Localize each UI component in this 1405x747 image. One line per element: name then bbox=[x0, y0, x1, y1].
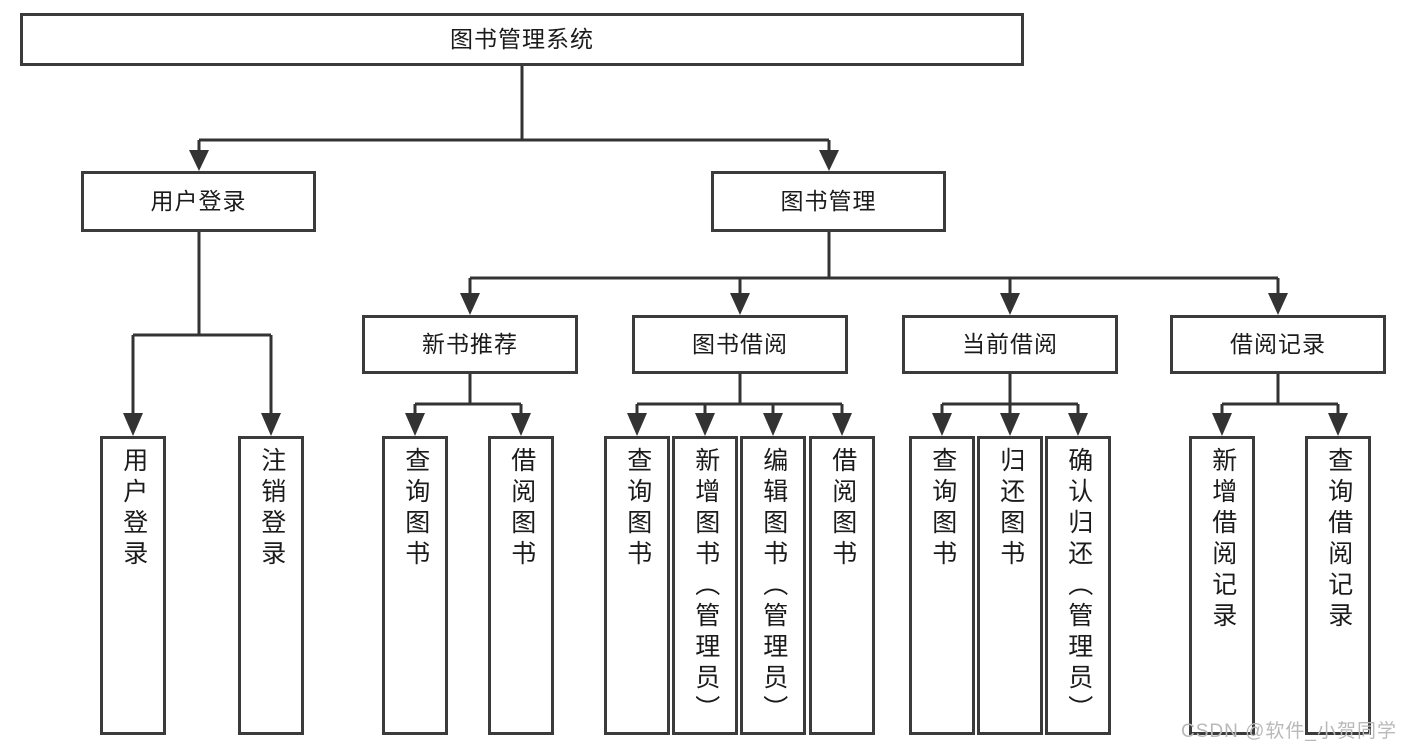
node-leaf-query-record-label: 查询借阅记录 bbox=[1324, 447, 1353, 633]
arrow-leaf-logout bbox=[261, 413, 281, 436]
node-new-book-recommend[interactable]: 新书推荐 bbox=[362, 315, 578, 374]
node-borrow-record[interactable]: 借阅记录 bbox=[1170, 315, 1386, 374]
arrow-add-book bbox=[695, 413, 715, 436]
node-user-login[interactable]: 用户登录 bbox=[81, 171, 316, 232]
arrow-add-record bbox=[1212, 413, 1232, 436]
node-leaf-user-login[interactable]: 用户登录 bbox=[100, 436, 166, 735]
node-root-label: 图书管理系统 bbox=[450, 26, 594, 52]
node-leaf-add-book-label: 新增图书（管理员） bbox=[691, 447, 720, 726]
node-leaf-edit-book-label: 编辑图书（管理员） bbox=[759, 447, 788, 726]
arrow-leaf-user-login bbox=[123, 413, 143, 436]
node-leaf-query-book-1[interactable]: 查询图书 bbox=[382, 436, 448, 735]
node-leaf-borrow-book-1-label: 借阅图书 bbox=[507, 447, 536, 571]
node-leaf-borrow-book-2-label: 借阅图书 bbox=[828, 447, 857, 571]
node-leaf-edit-book[interactable]: 编辑图书（管理员） bbox=[740, 436, 806, 735]
arrow-return-book bbox=[1000, 413, 1020, 436]
node-leaf-borrow-book-2[interactable]: 借阅图书 bbox=[809, 436, 875, 735]
watermark: CSDN @软件_小贺同学 bbox=[1181, 721, 1397, 742]
arrow-new-book-recommend bbox=[460, 293, 480, 315]
node-new-book-recommend-label: 新书推荐 bbox=[422, 331, 518, 357]
node-leaf-add-record-label: 新增借阅记录 bbox=[1208, 447, 1237, 633]
node-book-borrow[interactable]: 图书借阅 bbox=[632, 315, 848, 374]
node-current-borrow[interactable]: 当前借阅 bbox=[902, 315, 1118, 374]
arrow-current-borrow bbox=[1000, 293, 1020, 315]
node-current-borrow-label: 当前借阅 bbox=[962, 331, 1058, 357]
arrow-borrow-record bbox=[1268, 293, 1288, 315]
arrow-confirm-return bbox=[1068, 413, 1088, 436]
node-leaf-query-record[interactable]: 查询借阅记录 bbox=[1305, 436, 1371, 735]
arrow-query-book-2 bbox=[627, 413, 647, 436]
arrow-query-book-3 bbox=[932, 413, 952, 436]
node-book-manage[interactable]: 图书管理 bbox=[711, 171, 946, 232]
node-leaf-query-book-3[interactable]: 查询图书 bbox=[909, 436, 975, 735]
node-leaf-query-book-1-label: 查询图书 bbox=[401, 447, 430, 571]
node-leaf-logout-label: 注销登录 bbox=[257, 447, 286, 571]
node-leaf-return-book[interactable]: 归还图书 bbox=[977, 436, 1043, 735]
node-leaf-add-record[interactable]: 新增借阅记录 bbox=[1189, 436, 1255, 735]
arrow-query-book-1 bbox=[405, 413, 425, 436]
node-root[interactable]: 图书管理系统 bbox=[20, 13, 1024, 66]
arrow-user-login bbox=[189, 150, 209, 171]
arrow-book-manage bbox=[819, 150, 839, 171]
node-leaf-confirm-return[interactable]: 确认归还（管理员） bbox=[1045, 436, 1111, 735]
arrow-borrow-book-1 bbox=[511, 413, 531, 436]
arrow-edit-book bbox=[763, 413, 783, 436]
node-book-manage-label: 图书管理 bbox=[780, 188, 877, 214]
node-leaf-query-book-3-label: 查询图书 bbox=[928, 447, 957, 571]
node-leaf-return-book-label: 归还图书 bbox=[996, 447, 1025, 571]
node-leaf-confirm-return-label: 确认归还（管理员） bbox=[1064, 447, 1093, 726]
node-leaf-add-book[interactable]: 新增图书（管理员） bbox=[672, 436, 738, 735]
node-user-login-label: 用户登录 bbox=[150, 188, 247, 214]
node-leaf-user-login-label: 用户登录 bbox=[119, 447, 148, 571]
arrow-book-borrow bbox=[730, 293, 750, 315]
node-leaf-query-book-2[interactable]: 查询图书 bbox=[604, 436, 670, 735]
node-book-borrow-label: 图书借阅 bbox=[692, 331, 788, 357]
node-borrow-record-label: 借阅记录 bbox=[1230, 331, 1326, 357]
node-leaf-query-book-2-label: 查询图书 bbox=[623, 447, 652, 571]
arrow-query-record bbox=[1328, 413, 1348, 436]
node-leaf-logout[interactable]: 注销登录 bbox=[238, 436, 304, 735]
arrow-borrow-book-2 bbox=[832, 413, 852, 436]
node-leaf-borrow-book-1[interactable]: 借阅图书 bbox=[488, 436, 554, 735]
